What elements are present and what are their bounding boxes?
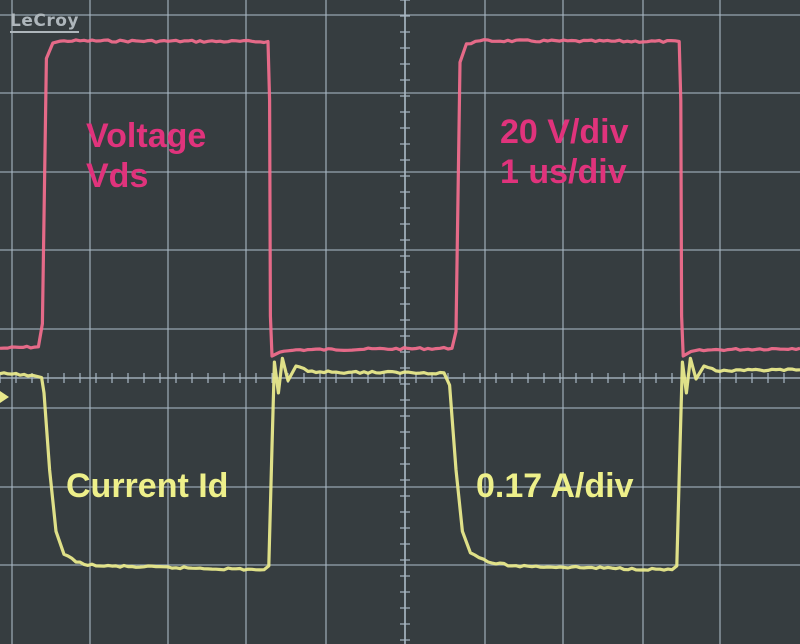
traces [0,38,800,572]
ch2-name-label: Current Id [66,467,229,505]
ch1-name-line2: Vds [86,157,149,195]
voltage-trace [0,38,800,358]
ch1-name-line1: Voltage [86,117,207,155]
current-trace [0,356,800,572]
ch2-ground-marker [0,391,9,403]
ch2-scale-label: 0.17 A/div [476,467,634,505]
ch1-scale-label: 20 V/div [500,113,629,151]
time-scale-label: 1 us/div [500,153,627,191]
brand-logo: LeCroy [10,11,79,33]
